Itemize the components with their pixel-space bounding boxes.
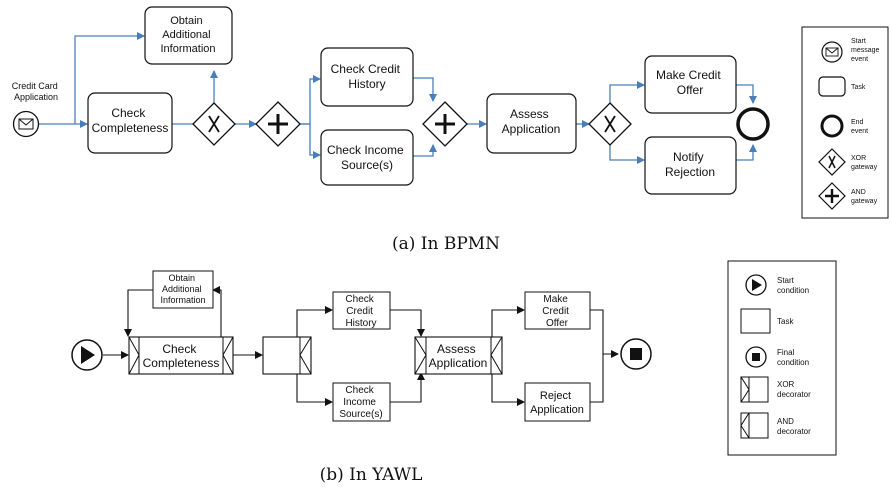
envelope-icon — [825, 47, 839, 57]
svg-text:Reject Application: Reject Application — [530, 390, 584, 416]
svg-text:End event: End event — [851, 119, 868, 135]
svg-text:Assess Application: Assess Application — [502, 107, 561, 136]
svg-text:XOR decorator: XOR decorator — [777, 380, 811, 399]
yawl-and-split-task — [262, 336, 312, 375]
and-split-decorator — [299, 336, 312, 375]
yawl-task-reject-application: Reject Application — [524, 382, 591, 422]
bpmn-xor-split-1 — [192, 102, 236, 146]
yawl-task-check-income-source: Check Income Source(s) — [332, 382, 391, 422]
legend-task: Task — [740, 308, 794, 334]
legend-xor-gateway: XOR gateway — [818, 148, 878, 176]
svg-text:Notify Rejection: Notify Rejection — [665, 150, 715, 179]
svg-text:AND decorator: AND decorator — [777, 417, 811, 436]
svg-text:Check Income S: Check Income Source(s) — [339, 385, 382, 420]
bpmn-task-make-credit-offer: Make Credit Offer — [644, 55, 737, 114]
play-triangle-icon — [752, 279, 762, 291]
bpmn-and-join — [422, 101, 468, 147]
yawl-legend: Start condition Task Final condition — [727, 260, 837, 456]
legend-and-decorator: AND decorator — [740, 412, 811, 439]
svg-text:XOR gateway: XOR gateway — [851, 155, 878, 171]
legend-start-message-event: Start message event — [821, 38, 881, 63]
svg-text:AND gateway: AND gateway — [851, 189, 878, 205]
svg-text:Final condition: Final condition — [777, 348, 809, 367]
yawl-task-make-credit-offer: Make Credit Offer — [524, 291, 591, 330]
bpmn-task-obtain-info: Obtain Additional Information — [144, 6, 233, 65]
bpmn-xor-split-2 — [588, 102, 632, 146]
svg-text:Task: Task — [777, 317, 794, 326]
bpmn-task-check-completeness: Check Completeness — [87, 92, 173, 154]
svg-text:Check Income Source(s): Check Income Source(s) — [327, 143, 407, 172]
bpmn-task-assess-application: Assess Application — [486, 93, 577, 154]
legend-xor-decorator: XOR decorator — [740, 376, 811, 403]
bpmn-caption: (a) In BPMN — [392, 234, 500, 254]
bpmn-legend: Start message event Task End event — [801, 26, 889, 219]
yawl-caption: (b) In YAWL — [320, 465, 423, 485]
xor-split-decorator — [490, 336, 503, 375]
yawl-start-condition — [71, 339, 103, 371]
bpmn-and-split — [255, 101, 301, 147]
yawl-task-assess-application: Assess Application — [414, 336, 503, 375]
stop-square-icon — [752, 353, 760, 361]
legend-start-condition: Start condition — [745, 274, 809, 296]
legend-and-gateway: AND gateway — [818, 182, 878, 210]
start-event-label: Credit Card Application — [12, 81, 61, 102]
legend-final-condition: Final condition — [745, 346, 809, 368]
svg-text:Obtain Additional: Obtain Additional Information — [160, 15, 215, 55]
legend-task: Task — [818, 76, 866, 97]
svg-text:Make Credit Of: Make Credit Offer — [542, 294, 571, 329]
bpmn-diagram: Credit Card Application Obtain Additiona… — [12, 6, 889, 254]
svg-text:Check Completeness: Check Completeness — [92, 106, 169, 135]
svg-text:Make Credit Offer: Make Credit Offer — [656, 68, 724, 97]
bpmn-edges — [39, 32, 757, 164]
xor-join-decorator — [128, 336, 140, 375]
legend-end-event: End event — [820, 114, 868, 138]
bpmn-task-check-credit-history: Check Credit History — [320, 47, 414, 107]
bpmn-task-check-income-source: Check Income Source(s) — [320, 129, 414, 186]
play-triangle-icon — [81, 346, 95, 364]
yawl-task-check-credit-history: Check Credit History — [332, 291, 391, 330]
svg-text:Start message: Start message event — [851, 38, 881, 63]
svg-text:Start condition: Start condition — [777, 276, 809, 295]
yawl-final-condition — [620, 338, 652, 370]
svg-text:Task: Task — [851, 84, 866, 91]
yawl-task-check-completeness: Check Completeness — [128, 336, 234, 375]
xor-split-decorator — [222, 336, 234, 375]
stop-square-icon — [630, 348, 642, 360]
svg-text:Assess Application: Assess Application — [429, 342, 488, 370]
yawl-diagram: Obtain Additional Information Check Comp… — [71, 260, 837, 485]
envelope-icon — [18, 118, 34, 130]
bpmn-task-notify-rejection: Notify Rejection — [644, 136, 737, 195]
svg-text:Check Credit H: Check Credit History — [345, 294, 376, 329]
svg-text:Check Credit History: Check Credit History — [331, 62, 404, 91]
bpmn-start-event: Credit Card Application — [12, 81, 61, 138]
svg-text:Check Completeness: Check Completeness — [143, 342, 220, 370]
and-join-decorator — [414, 336, 427, 375]
yawl-task-obtain-info: Obtain Additional Information — [152, 270, 214, 309]
bpmn-end-event — [736, 107, 770, 141]
svg-text:Obtain Additional: Obtain Additional Information — [160, 273, 205, 305]
